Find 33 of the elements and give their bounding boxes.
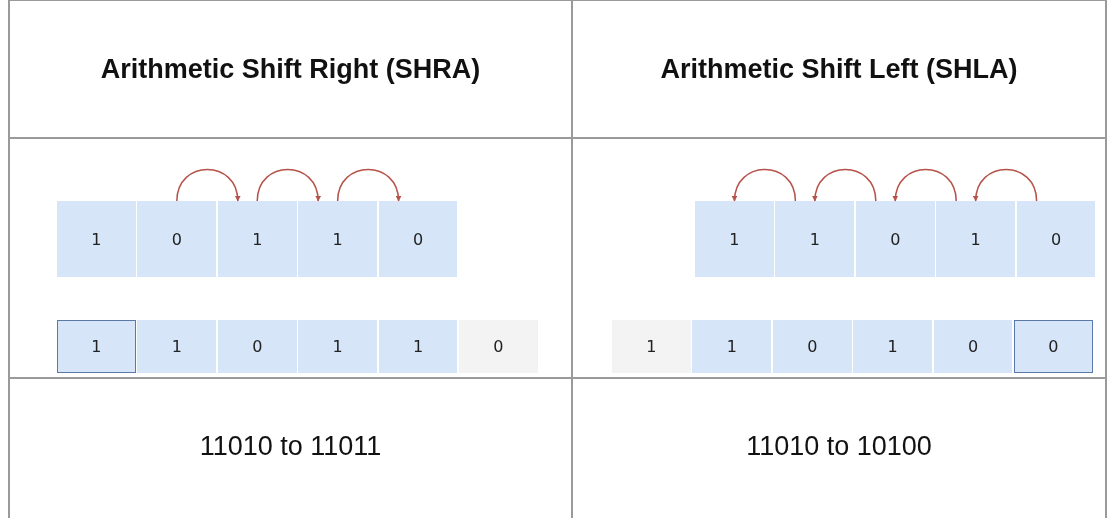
bit-cell: 1 bbox=[692, 320, 772, 373]
result-text: 11010 to 10100 bbox=[746, 430, 932, 462]
bit-cell: 1 bbox=[57, 201, 136, 277]
bit-cell: 1 bbox=[137, 320, 217, 373]
bit-cell: 1 bbox=[695, 201, 774, 277]
bit-cell: 0 bbox=[933, 320, 1013, 373]
column-heading: Arithmetic Shift Right (SHRA) bbox=[100, 53, 481, 85]
arrow bbox=[812, 168, 877, 202]
column-heading: Arithmetic Shift Left (SHLA) bbox=[660, 53, 1018, 85]
bit-cell: 1 bbox=[217, 201, 297, 277]
arrow bbox=[256, 168, 321, 202]
bit-cell: 0 bbox=[217, 320, 297, 373]
bit-cell: 1 bbox=[298, 320, 378, 373]
bit-cell: 0 bbox=[855, 201, 935, 277]
bit-cell: 0 bbox=[1016, 201, 1096, 277]
arrow bbox=[176, 168, 241, 202]
bit-cell: 1 bbox=[378, 320, 458, 373]
bit-cell: 1 bbox=[298, 201, 378, 277]
bit-cell: 0 bbox=[137, 201, 217, 277]
bit-cell: 0 bbox=[459, 320, 538, 373]
arrow bbox=[973, 168, 1038, 202]
bit-cell: 1 bbox=[853, 320, 933, 373]
bit-cell: 1 bbox=[57, 320, 136, 373]
bit-cell: 0 bbox=[1014, 320, 1093, 373]
bit-cell: 1 bbox=[936, 201, 1016, 277]
bit-cell: 0 bbox=[378, 201, 458, 277]
arrow bbox=[336, 168, 401, 202]
arrow bbox=[732, 168, 797, 202]
bit-cell: 1 bbox=[775, 201, 855, 277]
arrow bbox=[892, 168, 957, 202]
bit-cell: 0 bbox=[772, 320, 852, 373]
bit-cell: 1 bbox=[612, 320, 691, 373]
result-text: 11010 to 11011 bbox=[199, 430, 382, 462]
